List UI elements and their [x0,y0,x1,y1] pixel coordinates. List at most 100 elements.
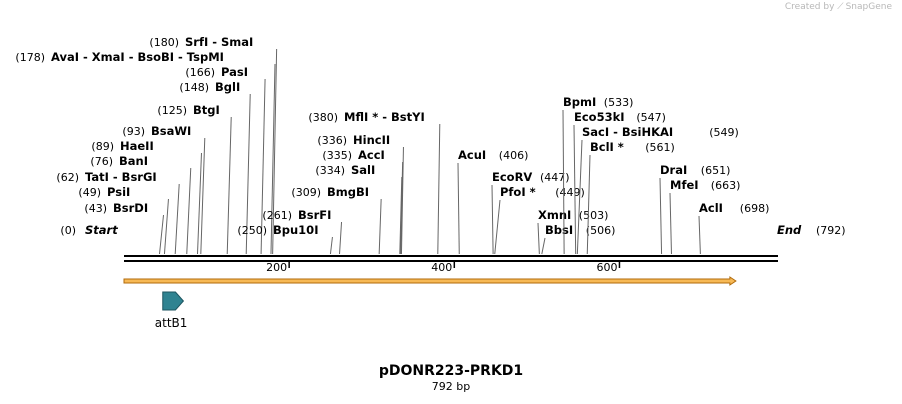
site-connector [400,161,404,255]
site-enzyme-name: XmnI [538,208,571,222]
restriction-site: (180) SrfI - SmaI [149,35,278,255]
site-connector [272,48,278,255]
restriction-site: EcoRV(447) [491,170,570,255]
site-connector [537,222,540,255]
restriction-site: (334)SalI [315,163,403,255]
site-enzyme-name: SrfI - SmaI [185,35,253,49]
site-position: (89) [91,140,114,153]
site-position: (250) [237,224,267,237]
restriction-site: (49) PsiI [78,185,169,255]
restriction-site: (43)BsrDI [84,201,165,255]
site-position: (148) [179,81,209,94]
site-enzyme-name: Eco53kI [574,110,625,124]
restriction-site: MfeI(663) [669,178,740,255]
restriction-site: (261)BsrFI [262,208,343,255]
restriction-site: BclI * (561) [586,140,675,255]
site-enzyme-name: DraI [660,163,687,177]
site-position: (125) [157,104,187,117]
site-position: (547) [636,111,666,124]
site-connector [400,146,404,255]
site-position: (93) [122,125,145,138]
restriction-site: AclI(698) [698,201,769,255]
start-label: Start [85,223,118,237]
map-length: 792 bp [431,380,471,393]
site-connector [196,152,202,255]
restriction-site: (148) BglI [179,80,251,255]
site-connector [494,199,501,255]
restriction-site: (166) PasI [185,65,266,255]
site-connector [378,198,382,255]
end-label: End [777,223,802,237]
site-enzyme-name: BpmI [563,95,596,109]
snapgene-logo-icon: ⟋ [837,2,844,12]
site-enzyme-name: AvaI - XmaI - BsoBI - TspMI [51,50,224,64]
site-enzyme-name: BmgBI [327,185,369,199]
site-connector [669,192,672,255]
site-position: (76) [90,155,113,168]
site-enzyme-name: MflI * - BstYI [344,110,425,124]
restriction-site: (335)AccI [322,148,404,255]
restriction-site: (250) Bpu10I [237,223,333,255]
site-enzyme-name: PasI [221,65,248,79]
site-enzyme-name: EcoRV [492,170,532,184]
site-connector [163,198,169,255]
site-connector [437,123,441,255]
site-position: (166) [185,66,215,79]
site-connector [339,221,343,255]
site-connector [698,215,701,255]
site-enzyme-name: BanI [119,154,148,168]
restriction-site: (125) BtgI [157,103,232,255]
feature-label: attB1 [155,316,188,330]
site-enzyme-name: HincII [353,133,390,147]
restriction-site: (93) BsaWI [122,124,206,255]
credit-prefix: Created by [784,2,835,12]
site-enzyme-name: PfoI * [500,185,536,199]
site-position: (506) [586,224,616,237]
site-connector [541,237,546,255]
restriction-site: SacI - BsiHKAI(549) [576,125,739,255]
site-position: (49) [78,186,101,199]
map-title: pDONR223-PRKD1 [378,363,524,379]
site-position: (180) [149,36,179,49]
site-position: (503) [579,209,609,222]
restriction-site: (178) AvaI - XmaI - BsoBI - TspMI [15,50,276,255]
site-position: (651) [701,164,731,177]
site-enzyme-name: AcuI [458,148,486,162]
site-connector [399,176,403,255]
site-connector [200,137,206,255]
site-connector [186,167,192,255]
site-enzyme-name: BclI * [590,140,624,154]
site-enzyme-name: BsrDI [113,201,148,215]
site-connector [562,109,565,255]
site-enzyme-name: Bpu10I [273,223,318,237]
site-enzyme-name: AclI [699,201,723,215]
site-enzyme-name: BsrFI [298,208,331,222]
site-position: (561) [645,141,675,154]
site-position: (335) [322,149,352,162]
site-connector [174,183,180,255]
credit-brand: SnapGene [845,2,892,12]
site-enzyme-name: BsaWI [151,124,191,138]
restriction-site: (309) BmgBI [291,185,382,255]
site-position: (449) [555,186,585,199]
scale-tick-label: 600 [596,261,617,274]
site-enzyme-name: PsiI [107,185,130,199]
site-position: (178) [15,51,45,64]
site-position: (309) [291,186,321,199]
scale-tick-label: 400 [431,261,452,274]
site-position: (549) [709,126,739,139]
site-position: (62) [56,171,79,184]
site-connector [245,93,251,255]
site-connector [457,162,460,255]
restriction-site: XmnI (503) [537,208,609,255]
site-connector [659,177,663,255]
site-connector [586,154,591,255]
site-enzyme-name: BglI [215,80,240,94]
site-enzyme-name: MfeI [670,178,699,192]
site-connector [573,124,577,255]
site-enzyme-name: BtgI [193,103,220,117]
site-connector [491,184,494,255]
site-connector [260,78,266,255]
feature-attb1-arrow [162,291,185,311]
site-connector [226,116,232,255]
